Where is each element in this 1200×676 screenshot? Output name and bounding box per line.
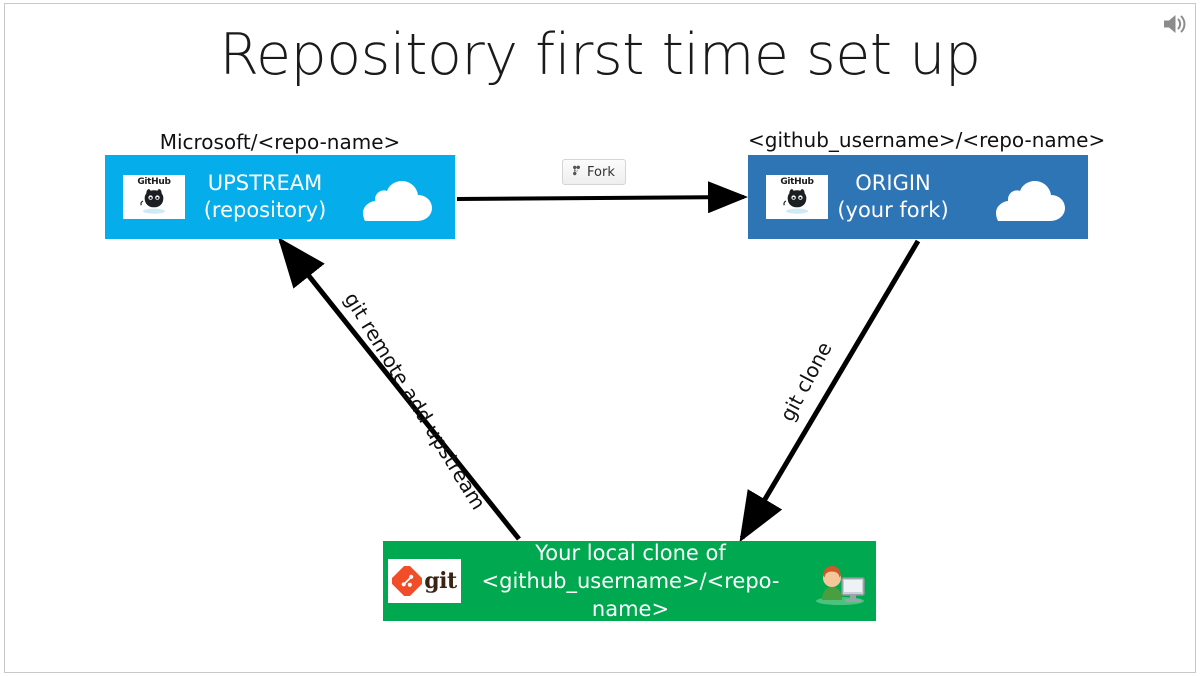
- edge-label-git-clone: git clone: [775, 337, 837, 426]
- person-at-computer-icon: [812, 556, 868, 606]
- git-logo-text: git: [424, 568, 457, 594]
- upstream-label: UPSTREAM (repository): [105, 170, 455, 224]
- cloud-icon: [343, 171, 437, 223]
- origin-label-line1: ORIGIN: [855, 171, 931, 195]
- arrow-fork: [456, 181, 748, 214]
- speaker-icon[interactable]: [1158, 8, 1190, 40]
- origin-caption: <github_username>/<repo-name>: [748, 128, 1106, 152]
- local-clone-label-line2: <github_username>/<repo-name>: [481, 569, 780, 621]
- local-clone-label: Your local clone of <github_username>/<r…: [463, 539, 798, 623]
- origin-label-line2: (your fork): [837, 198, 949, 222]
- fork-branch-icon: [571, 163, 582, 181]
- local-clone-label-line1: Your local clone of: [535, 541, 726, 565]
- slide-title: Repository first time set up: [219, 22, 981, 88]
- git-diamond-icon: git: [388, 559, 461, 603]
- origin-label: ORIGIN (your fork): [748, 170, 1088, 224]
- github-octocat-icon: GitHub: [123, 175, 185, 219]
- fork-button[interactable]: Fork: [562, 159, 626, 185]
- cloud-icon: [976, 171, 1070, 223]
- fork-button-label: Fork: [587, 164, 615, 180]
- node-upstream[interactable]: GitHub UPSTREAM (repository): [105, 155, 455, 239]
- arrow-git-clone: [739, 239, 921, 543]
- edge-label-git-remote-add-upstream: git remote add upstream: [339, 288, 491, 514]
- github-octocat-icon: GitHub: [766, 175, 828, 219]
- node-local-clone[interactable]: git Your local clone of <github_username…: [383, 541, 876, 621]
- node-origin[interactable]: GitHub ORIGIN (your fork): [748, 155, 1088, 239]
- github-logo-text: GitHub: [137, 177, 171, 187]
- upstream-label-line2: (repository): [203, 198, 327, 222]
- upstream-label-line1: UPSTREAM: [207, 171, 323, 195]
- upstream-caption: Microsoft/<repo-name>: [159, 130, 401, 154]
- github-logo-text: GitHub: [780, 177, 814, 187]
